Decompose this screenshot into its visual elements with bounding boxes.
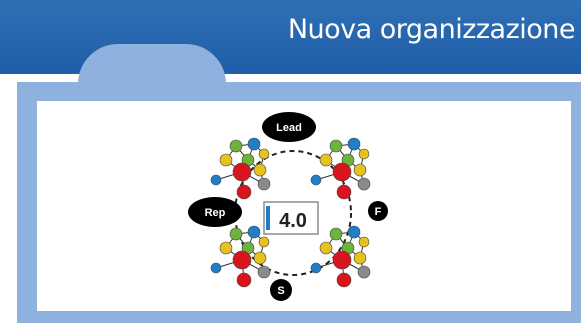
slide-title: Nuova organizzazione <box>287 14 576 45</box>
cluster-node <box>229 139 243 153</box>
cluster-node <box>247 225 261 239</box>
cluster-node <box>232 162 252 182</box>
rep-label: Rep <box>205 207 226 219</box>
cluster-node <box>357 265 371 279</box>
lead-node: Lead <box>262 112 316 142</box>
cluster-node <box>347 225 361 239</box>
cluster-node <box>332 250 352 270</box>
cluster-node <box>329 227 343 241</box>
cluster-node <box>332 162 352 182</box>
cluster-node <box>219 153 233 167</box>
cluster-node <box>210 174 222 186</box>
s-node: S <box>270 279 292 301</box>
cluster-node <box>258 148 270 160</box>
f-node: F <box>368 201 388 221</box>
node-cluster <box>310 137 371 200</box>
cluster-node <box>336 272 352 288</box>
center-badge: 4.0 <box>263 201 319 235</box>
rep-node: Rep <box>188 197 242 227</box>
node-cluster <box>210 137 271 200</box>
cluster-node <box>219 241 233 255</box>
tab-shape <box>78 44 226 92</box>
s-circle <box>270 279 292 301</box>
cluster-node <box>357 177 371 191</box>
center-label: 4.0 <box>279 210 307 232</box>
cluster-node <box>353 251 367 265</box>
lead-ellipse <box>262 112 316 142</box>
cluster-node <box>247 137 261 151</box>
cluster-node <box>310 262 322 274</box>
cluster-node <box>358 236 370 248</box>
cluster-node <box>329 139 343 153</box>
cluster-node <box>358 148 370 160</box>
cluster-node <box>310 174 322 186</box>
center-bar-icon <box>266 206 270 230</box>
cluster-node <box>210 262 222 274</box>
cluster-node <box>257 265 271 279</box>
cluster-node <box>258 236 270 248</box>
dashed-ring <box>234 150 352 276</box>
cluster-node <box>353 163 367 177</box>
cluster-node <box>253 251 267 265</box>
cluster-node <box>347 137 361 151</box>
cluster-node <box>253 163 267 177</box>
cluster-node <box>232 250 252 270</box>
cluster-node <box>236 272 252 288</box>
cluster-node <box>236 184 252 200</box>
center-box <box>263 201 319 235</box>
f-label: F <box>375 206 382 218</box>
cluster-node <box>336 184 352 200</box>
cluster-node <box>319 241 333 255</box>
cluster-node <box>319 153 333 167</box>
cluster-node <box>229 227 243 241</box>
rep-ellipse <box>188 197 242 227</box>
node-cluster <box>210 225 271 288</box>
s-label: S <box>277 285 284 297</box>
f-circle <box>368 201 388 221</box>
node-clusters <box>210 137 371 288</box>
cluster-node <box>257 177 271 191</box>
lead-label: Lead <box>276 122 302 134</box>
node-cluster <box>310 225 371 288</box>
